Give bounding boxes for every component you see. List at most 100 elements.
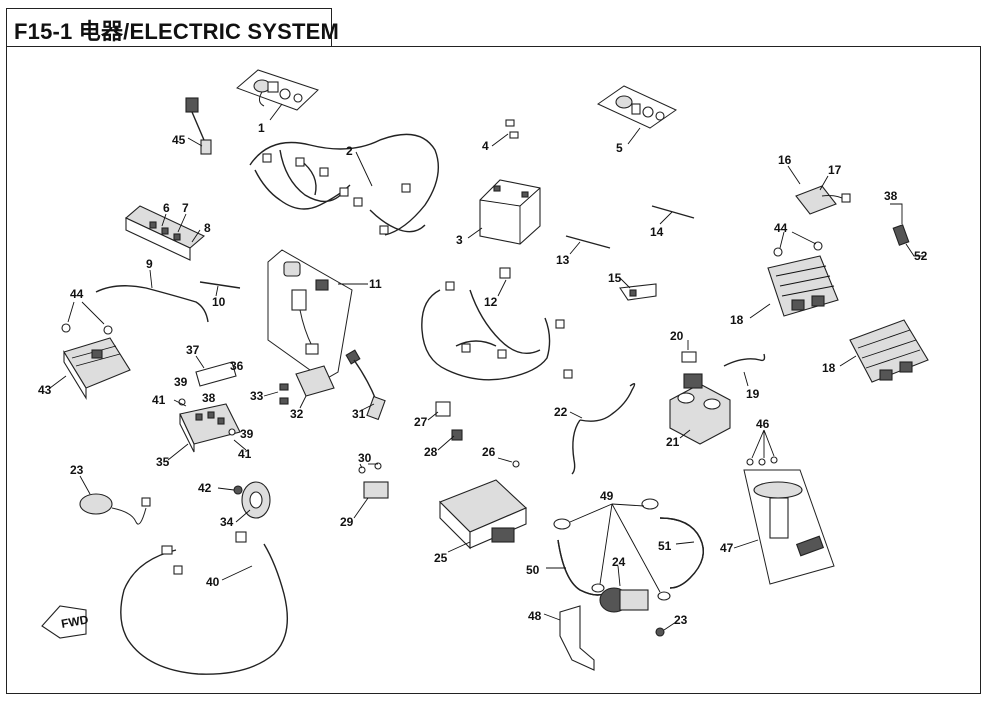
callout: 48 xyxy=(528,609,542,623)
part-23-bolt xyxy=(655,627,665,637)
part-45-sensor xyxy=(185,97,212,155)
callout: 5 xyxy=(616,141,623,155)
front-direction-arrow: FWD xyxy=(41,605,90,639)
callout: 18 xyxy=(730,313,744,327)
part-48-bracket xyxy=(559,605,595,671)
callout: 51 xyxy=(658,539,672,553)
part-1-switch-kit xyxy=(236,69,319,111)
callout: 14 xyxy=(650,225,664,239)
part-52-sensor xyxy=(892,224,910,246)
callout: 17 xyxy=(828,163,842,177)
callout: 21 xyxy=(666,435,680,449)
callout: 36 xyxy=(230,359,244,373)
part-42-bolt xyxy=(233,485,243,495)
part-17-sensor xyxy=(795,185,851,215)
part-8-fuse-box xyxy=(124,205,206,261)
svg-text:FWD: FWD xyxy=(60,612,90,631)
part-4-bolts xyxy=(505,119,519,139)
part-49-clamps xyxy=(553,498,671,601)
part-14-rod xyxy=(651,205,695,219)
part-32-ignition-coil xyxy=(279,365,335,405)
callout: 18 xyxy=(822,361,836,375)
part-23-sensor-left xyxy=(79,493,151,525)
callout: 7 xyxy=(182,201,189,215)
callout: 4 xyxy=(482,139,489,153)
callout: 40 xyxy=(206,575,220,589)
title-box xyxy=(6,8,332,46)
callout: 23 xyxy=(70,463,84,477)
callout: 11 xyxy=(369,277,382,291)
callout: 49 xyxy=(600,489,614,503)
callout: 24 xyxy=(612,555,626,569)
callout: 47 xyxy=(720,541,734,555)
part-22-wire-tail xyxy=(571,419,581,475)
callout: 8 xyxy=(204,221,211,235)
callout-labels: 1 2 3 4 5 6 7 8 9 10 11 12 13 14 15 16 1… xyxy=(38,121,928,627)
callout: 43 xyxy=(38,383,52,397)
part-51-hose xyxy=(659,517,704,589)
part-22-wire xyxy=(579,383,636,422)
part-11-ignition-switch xyxy=(267,249,353,381)
callout: 2 xyxy=(346,144,353,158)
part-19-wire xyxy=(723,353,766,367)
callout: 38 xyxy=(884,189,898,203)
page-title: F15-1 电器/ELECTRIC SYSTEM xyxy=(14,19,340,44)
callout: 3 xyxy=(456,233,463,247)
part-43-regulator-left xyxy=(63,337,131,400)
callout: 50 xyxy=(526,563,540,577)
callout: 19 xyxy=(746,387,760,401)
part-18-regulator-lower xyxy=(849,319,929,383)
callout: 42 xyxy=(198,481,212,495)
callout: 27 xyxy=(414,415,428,429)
callout: 32 xyxy=(290,407,304,421)
callout: 52 xyxy=(914,249,928,263)
part-9-wire xyxy=(95,285,209,323)
callout: 10 xyxy=(212,295,226,309)
callout: 12 xyxy=(484,295,498,309)
callout: 41 xyxy=(238,447,252,461)
callout: 23 xyxy=(674,613,688,627)
part-39-screw xyxy=(228,428,236,436)
part-29-relay xyxy=(363,481,389,499)
callout: 46 xyxy=(756,417,770,431)
part-18-regulator-upper xyxy=(767,255,839,317)
part-15-bracket xyxy=(619,283,657,301)
callout: 16 xyxy=(778,153,792,167)
part-35-fuse-block xyxy=(179,403,241,453)
callout: 9 xyxy=(146,257,153,271)
callout: 33 xyxy=(250,389,264,403)
callout: 28 xyxy=(424,445,438,459)
part-2-main-harness xyxy=(249,133,439,236)
part-28-relay xyxy=(451,429,463,441)
part-44-bolts-left xyxy=(61,323,113,335)
callout: 41 xyxy=(152,393,166,407)
part-13-rod xyxy=(565,235,611,249)
callout: 15 xyxy=(608,271,622,285)
part-12-harness xyxy=(421,267,573,381)
part-27-relay xyxy=(435,401,451,417)
part-3-battery xyxy=(479,179,541,245)
callout: 1 xyxy=(258,121,265,135)
part-5-switch-kit xyxy=(596,85,678,129)
callout: 26 xyxy=(482,445,496,459)
part-20-fuse xyxy=(681,351,697,363)
part-31-plug-cap xyxy=(345,349,386,421)
part-10-clip xyxy=(199,281,241,289)
callout: 34 xyxy=(220,515,234,529)
callout: 29 xyxy=(340,515,354,529)
part-24-fuel-pump xyxy=(599,587,649,613)
callout: 6 xyxy=(163,201,170,215)
callout: 22 xyxy=(554,405,568,419)
callout: 37 xyxy=(186,343,200,357)
callout: 20 xyxy=(670,329,684,343)
callout: 44 xyxy=(70,287,84,301)
callout: 35 xyxy=(156,455,170,469)
diagram-frame xyxy=(6,46,981,694)
part-40-harness xyxy=(120,531,289,675)
callout: 13 xyxy=(556,253,570,267)
part-46-screws xyxy=(746,456,778,466)
part-26-screw xyxy=(512,460,520,468)
callout: 25 xyxy=(434,551,448,565)
callout: 39 xyxy=(174,375,188,389)
